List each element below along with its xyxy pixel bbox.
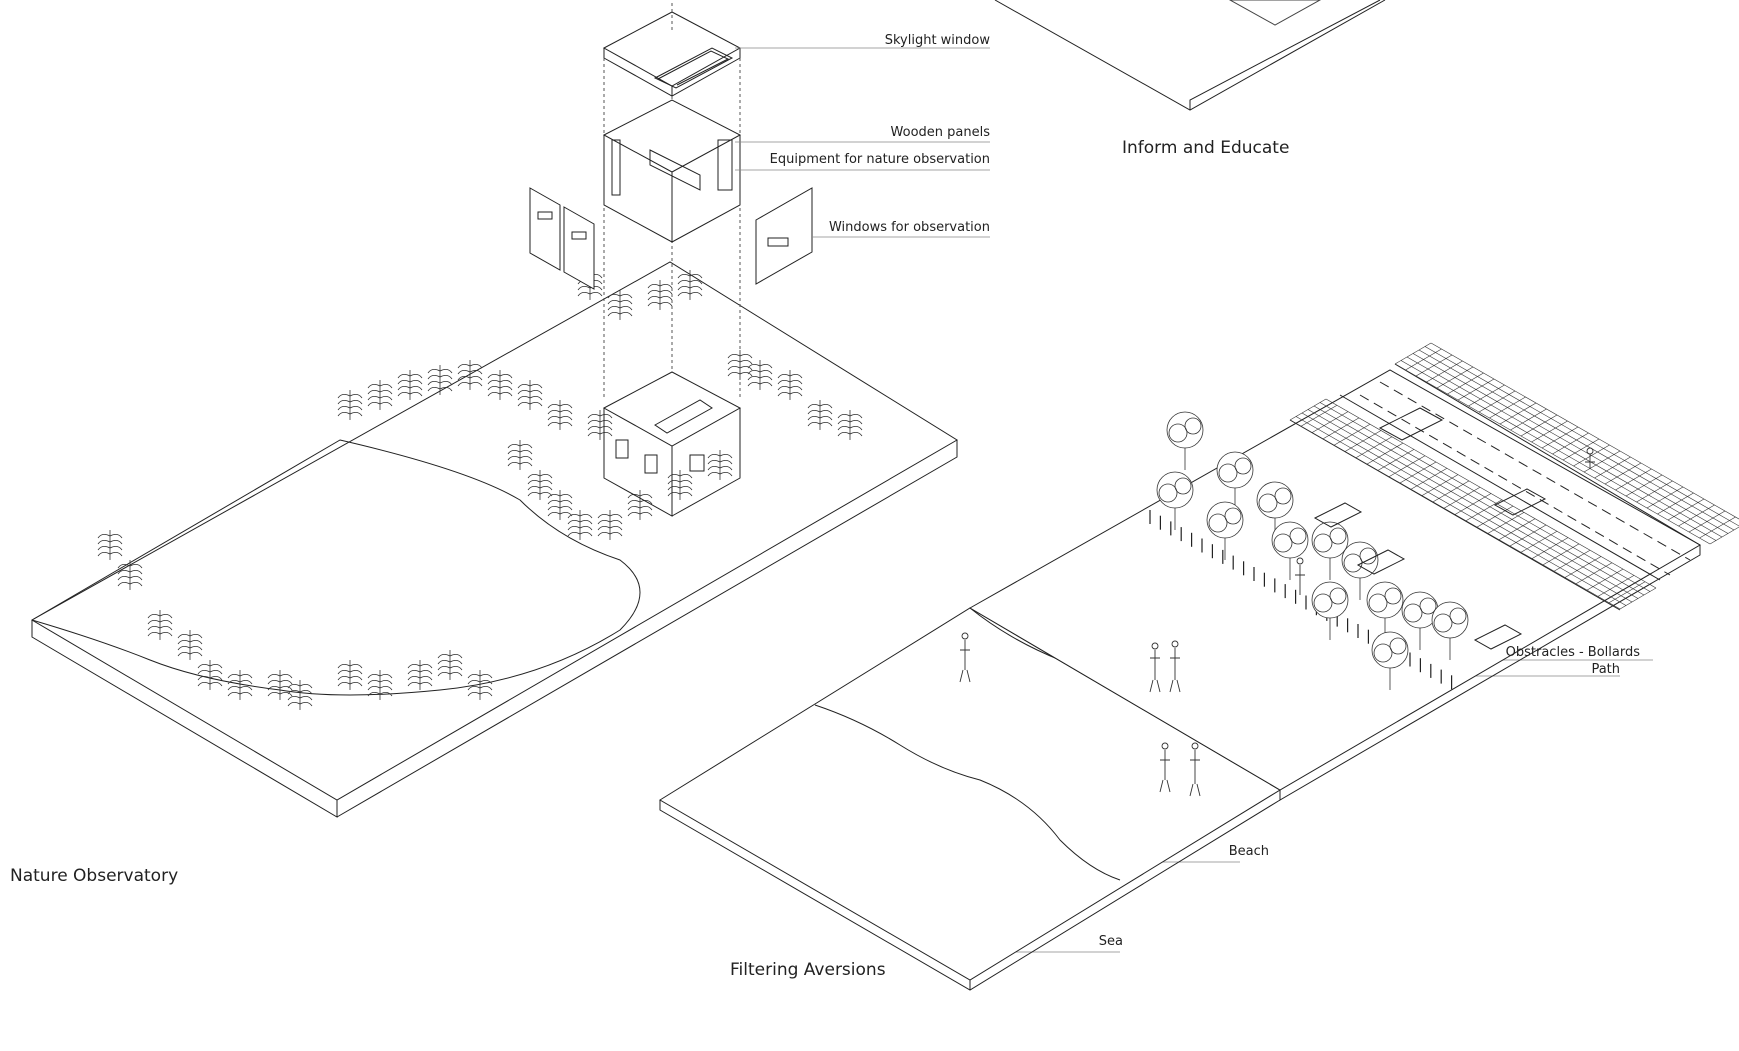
plant <box>547 400 573 430</box>
tree <box>1156 471 1194 530</box>
plant <box>337 660 363 690</box>
title-filtering-aversions: Filtering Aversions <box>730 960 886 980</box>
plant <box>667 470 693 500</box>
tree <box>1401 591 1439 650</box>
plant <box>807 400 833 430</box>
plant <box>147 610 173 640</box>
title-inform-and-educate: Inform and Educate <box>1122 138 1290 158</box>
plant <box>427 365 453 395</box>
plant <box>457 360 483 390</box>
plant <box>607 290 633 320</box>
tree <box>1166 411 1204 470</box>
plant <box>197 660 223 690</box>
plant <box>647 280 673 310</box>
nature-observatory-platform <box>30 261 958 818</box>
plant <box>597 510 623 540</box>
tree <box>1371 631 1409 690</box>
plant <box>97 530 123 560</box>
tree <box>1341 541 1379 600</box>
callout-path: Path <box>1591 662 1620 677</box>
plant <box>407 660 433 690</box>
callout-windows: Windows for observation <box>828 220 990 235</box>
exploded-cabin <box>529 0 813 517</box>
tree <box>1366 581 1404 640</box>
plant <box>777 370 803 400</box>
plant <box>267 670 293 700</box>
tree <box>1311 581 1349 640</box>
tree <box>1216 451 1254 510</box>
plant <box>567 510 593 540</box>
inform-educate-platform <box>994 0 1386 111</box>
plant <box>747 360 773 390</box>
plant <box>337 390 363 420</box>
plant <box>707 450 733 480</box>
callout-beach: Beach <box>1228 844 1269 859</box>
tree <box>1206 501 1244 560</box>
tree <box>1431 601 1469 660</box>
callout-bollards: Obstracles - Bollards <box>1505 645 1640 660</box>
plant <box>177 630 203 660</box>
plant <box>397 370 423 400</box>
plant <box>837 410 863 440</box>
callout-skylight-window: Skylight window <box>884 33 990 48</box>
cars <box>1313 407 1547 650</box>
vegetation-clusters <box>97 270 863 710</box>
shoreline <box>814 704 1121 881</box>
plant <box>367 670 393 700</box>
title-nature-observatory: Nature Observatory <box>10 866 179 886</box>
plant <box>487 370 513 400</box>
callout-wooden-panels: Wooden panels <box>890 125 990 140</box>
tree <box>1271 521 1309 580</box>
callout-sea: Sea <box>1098 934 1123 949</box>
plant <box>227 670 253 700</box>
meadow-outline <box>31 439 641 696</box>
filtering-aversions-platform <box>659 342 1739 991</box>
people <box>959 447 1595 797</box>
plant <box>367 380 393 410</box>
plant <box>507 440 533 470</box>
plant <box>677 270 703 300</box>
plant <box>437 650 463 680</box>
plant <box>117 560 143 590</box>
plant <box>627 490 653 520</box>
tree <box>1311 521 1349 580</box>
plant <box>517 380 543 410</box>
plant <box>587 410 613 440</box>
plant <box>467 670 493 700</box>
bollard-row <box>1149 510 1453 690</box>
plant <box>287 680 313 710</box>
street-trees <box>1156 411 1469 690</box>
plant <box>527 470 553 500</box>
callout-equipment: Equipment for nature observation <box>769 152 990 167</box>
